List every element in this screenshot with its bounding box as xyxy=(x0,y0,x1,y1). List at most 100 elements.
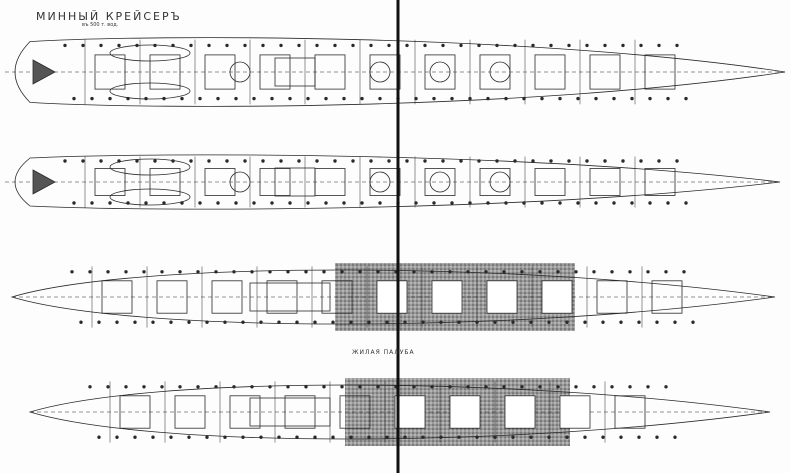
fitting-dot xyxy=(430,270,434,274)
fitting-dot xyxy=(360,96,364,101)
compartment-outline xyxy=(156,280,188,314)
fitting-dot xyxy=(601,320,605,324)
fitting-dot xyxy=(666,96,670,101)
boiler-room xyxy=(249,397,331,427)
fitting-dot xyxy=(205,435,209,439)
fitting-dot xyxy=(205,320,209,324)
stern-gear xyxy=(32,59,56,85)
fitting-dot xyxy=(466,385,470,389)
fitting-dot xyxy=(511,320,515,324)
fitting-dot xyxy=(682,270,686,274)
deck-label: ЖИЛАЯ ПАЛУБА xyxy=(352,349,415,356)
fitting-dot xyxy=(135,159,139,163)
fitting-dot xyxy=(340,270,344,274)
fitting-dot xyxy=(421,320,425,324)
fitting-dot xyxy=(610,270,614,274)
funnel-or-hatch xyxy=(429,171,451,193)
fitting-dot xyxy=(522,96,526,101)
fitting-dot xyxy=(655,435,659,439)
fitting-dot xyxy=(306,96,310,101)
fitting-dot xyxy=(457,320,461,324)
fitting-dot xyxy=(477,159,481,163)
fitting-dot xyxy=(268,270,272,274)
fitting-dot xyxy=(531,159,535,163)
fitting-dot xyxy=(432,201,436,205)
fitting-dot xyxy=(558,96,562,101)
fitting-dot xyxy=(583,320,587,324)
fitting-dot xyxy=(63,159,67,163)
compartment-outline xyxy=(534,168,566,196)
compartment-outline xyxy=(596,280,628,314)
compartment-outline xyxy=(321,280,353,314)
fitting-dot xyxy=(628,385,632,389)
fitting-dot xyxy=(387,159,391,163)
living-deck-plan-hull xyxy=(10,269,776,325)
fitting-dot xyxy=(295,435,299,439)
compartment-outline xyxy=(424,168,456,196)
fitting-dot xyxy=(331,320,335,324)
fitting-dot xyxy=(169,435,173,439)
fitting-dot xyxy=(351,159,355,163)
fitting-dot xyxy=(72,96,76,101)
fitting-dot xyxy=(385,435,389,439)
fitting-dot xyxy=(558,201,562,205)
fitting-dot xyxy=(313,435,317,439)
fitting-dot xyxy=(423,159,427,163)
lifeboat xyxy=(109,82,191,100)
fitting-dot xyxy=(448,385,452,389)
fitting-dot xyxy=(324,201,328,205)
fitting-dot xyxy=(367,435,371,439)
compartment-outline xyxy=(259,54,291,90)
fitting-dot xyxy=(585,159,589,163)
fitting-dot xyxy=(549,43,553,48)
fitting-dot xyxy=(315,159,319,163)
fitting-dot xyxy=(657,159,661,163)
fitting-dot xyxy=(621,43,625,48)
fitting-dot xyxy=(169,320,173,324)
fitting-dot xyxy=(439,435,443,439)
fitting-dot xyxy=(603,159,607,163)
fitting-dot xyxy=(583,435,587,439)
fitting-dot xyxy=(79,320,83,324)
fitting-dot xyxy=(414,96,418,101)
compartment-outline xyxy=(229,395,261,429)
fitting-dot xyxy=(349,435,353,439)
fitting-dot xyxy=(99,159,103,163)
fitting-dot xyxy=(594,201,598,205)
fitting-dot xyxy=(646,270,650,274)
compartment-outline xyxy=(284,395,316,429)
funnel-or-hatch xyxy=(369,61,391,83)
fitting-dot xyxy=(414,201,418,205)
fitting-dot xyxy=(369,43,373,48)
fitting-dot xyxy=(567,43,571,48)
fitting-dot xyxy=(196,385,200,389)
fitting-dot xyxy=(162,201,166,205)
compartment-outline xyxy=(376,280,408,314)
fitting-dot xyxy=(124,385,128,389)
compartment-outline xyxy=(589,54,621,90)
funnel-or-hatch xyxy=(489,171,511,193)
fitting-dot xyxy=(232,270,236,274)
fitting-dot xyxy=(333,159,337,163)
fitting-dot xyxy=(115,320,119,324)
fitting-dot xyxy=(448,270,452,274)
fitting-dot xyxy=(322,270,326,274)
fitting-dot xyxy=(331,435,335,439)
fitting-dot xyxy=(304,385,308,389)
fitting-dot xyxy=(664,270,668,274)
funnel-or-hatch xyxy=(489,61,511,83)
fitting-dot xyxy=(198,96,202,101)
fitting-dot xyxy=(675,43,679,48)
fitting-dot xyxy=(601,435,605,439)
fitting-dot xyxy=(441,43,445,48)
fitting-dot xyxy=(214,270,218,274)
fitting-dot xyxy=(538,385,542,389)
fitting-dot xyxy=(351,43,355,48)
fitting-dot xyxy=(234,201,238,205)
fitting-dot xyxy=(475,435,479,439)
fitting-dot xyxy=(403,435,407,439)
fitting-dot xyxy=(259,435,263,439)
fitting-dot xyxy=(270,96,274,101)
fitting-dot xyxy=(63,43,67,48)
fitting-dot xyxy=(81,159,85,163)
